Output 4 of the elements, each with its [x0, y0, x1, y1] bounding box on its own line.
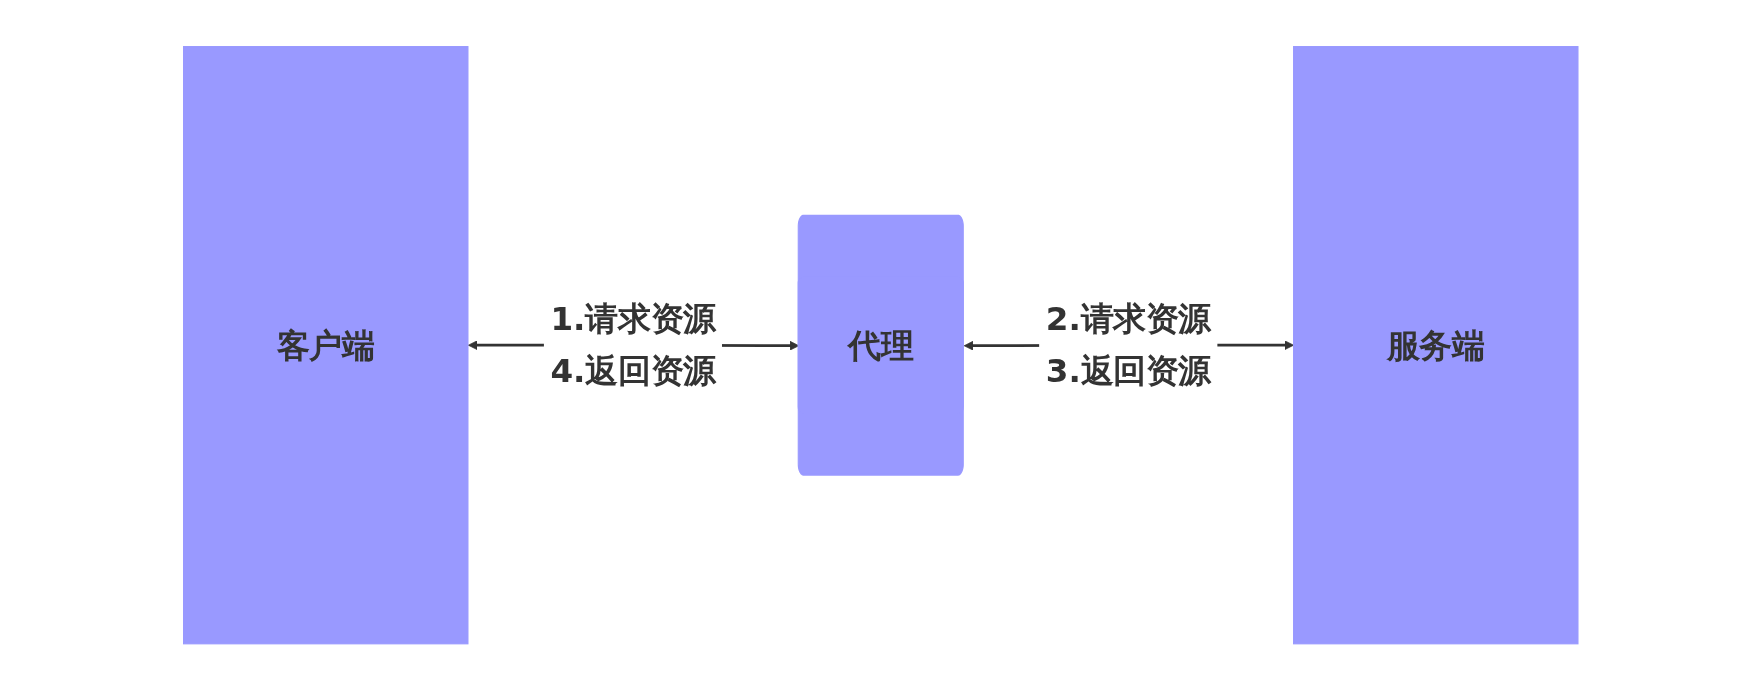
- node-box: 客户端: [183, 45, 469, 645]
- node-box: 服务端: [1293, 45, 1579, 645]
- edge-label: 2.请求资源 3.返回资源: [1045, 299, 1212, 390]
- edge-label: 1.请求资源 4.返回资源: [550, 299, 716, 390]
